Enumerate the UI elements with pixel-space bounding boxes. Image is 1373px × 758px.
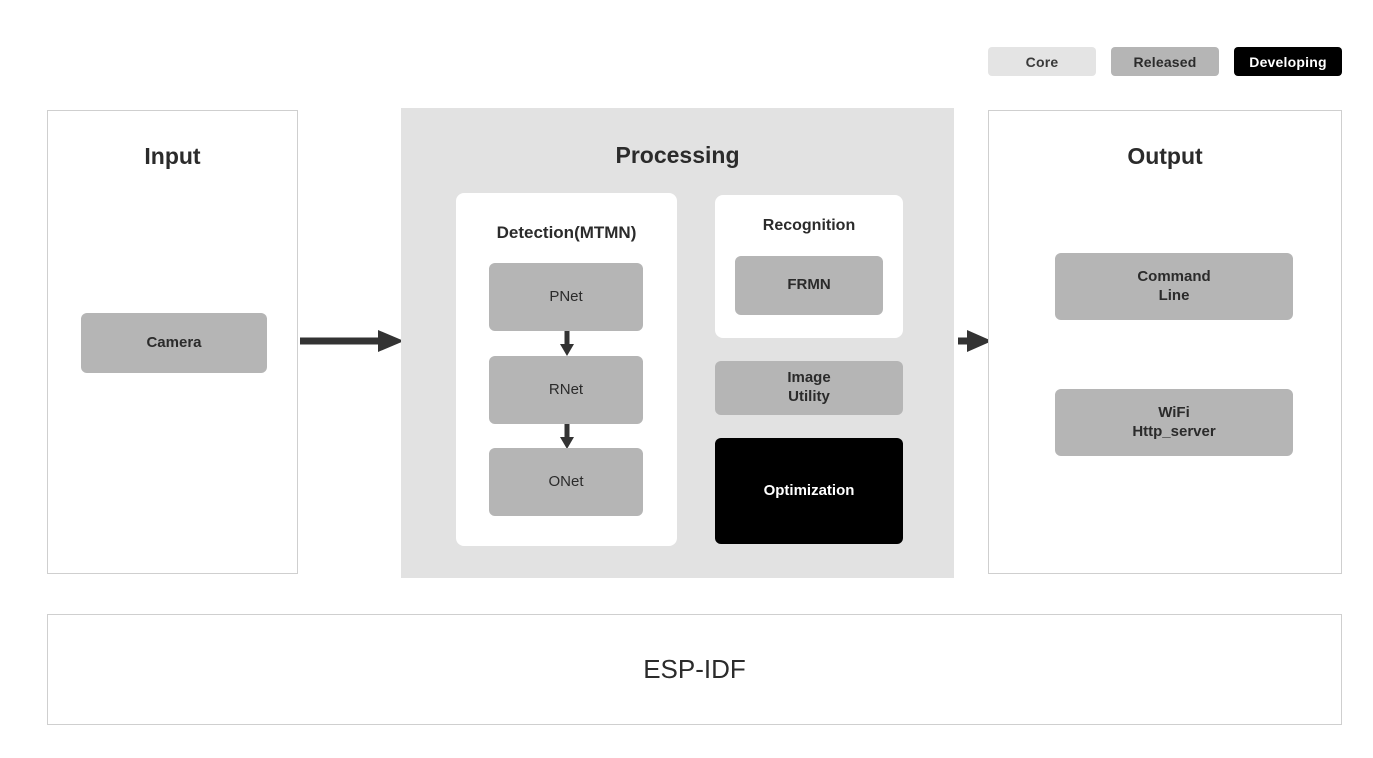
node-image-utility: Image Utility (715, 361, 903, 415)
output-panel-title: Output (1127, 143, 1203, 169)
output-panel: Output Command Line WiFi Http_server (988, 110, 1342, 574)
node-camera: Camera (81, 313, 267, 373)
legend-label-core: Core (1025, 53, 1059, 70)
node-wifi-http-server-label: WiFi Http_server (1132, 403, 1216, 440)
detection-card-title: Detection(MTMN) (496, 223, 637, 242)
legend-badge-core: Core (988, 47, 1096, 76)
legend-badge-released: Released (1111, 47, 1219, 76)
node-frmn: FRMN (735, 256, 883, 315)
node-onet: ONet (489, 448, 643, 516)
node-image-utility-label: Image Utility (787, 369, 831, 405)
esp-idf-bar: ESP-IDF (47, 614, 1342, 725)
legend-label-developing: Developing (1249, 53, 1327, 70)
arrow-rnet-to-onet (559, 424, 574, 449)
node-wifi-http-server: WiFi Http_server (1055, 389, 1293, 456)
recognition-card-title: Recognition (762, 217, 856, 234)
processing-panel-title: Processing (615, 142, 740, 168)
node-command-line-label: Command Line (1137, 267, 1211, 304)
input-panel: Input Camera (47, 110, 298, 574)
legend-badge-developing: Developing (1234, 47, 1342, 76)
node-command-line: Command Line (1055, 253, 1293, 320)
node-rnet-label: RNet (548, 380, 584, 398)
legend-label-released: Released (1133, 53, 1197, 70)
node-pnet: PNet (489, 263, 643, 331)
node-camera-label: Camera (146, 333, 202, 351)
arrow-pnet-to-rnet (559, 331, 574, 356)
node-pnet-label: PNet (549, 287, 583, 305)
node-frmn-label: FRMN (787, 276, 831, 294)
node-rnet: RNet (489, 356, 643, 424)
detection-card: Detection(MTMN) PNet RNet ON (456, 193, 677, 546)
input-panel-title: Input (144, 143, 201, 169)
node-onet-label: ONet (548, 472, 584, 490)
processing-panel: Processing Detection(MTMN) PNet RNet (401, 108, 954, 578)
node-optimization: Optimization (715, 438, 903, 544)
arrow-input-to-processing (300, 328, 404, 354)
legend: Core Released Developing (988, 47, 1342, 76)
node-optimization-label: Optimization (763, 481, 855, 499)
esp-idf-label: ESP-IDF (643, 654, 746, 684)
arrow-processing-to-output (958, 328, 992, 354)
